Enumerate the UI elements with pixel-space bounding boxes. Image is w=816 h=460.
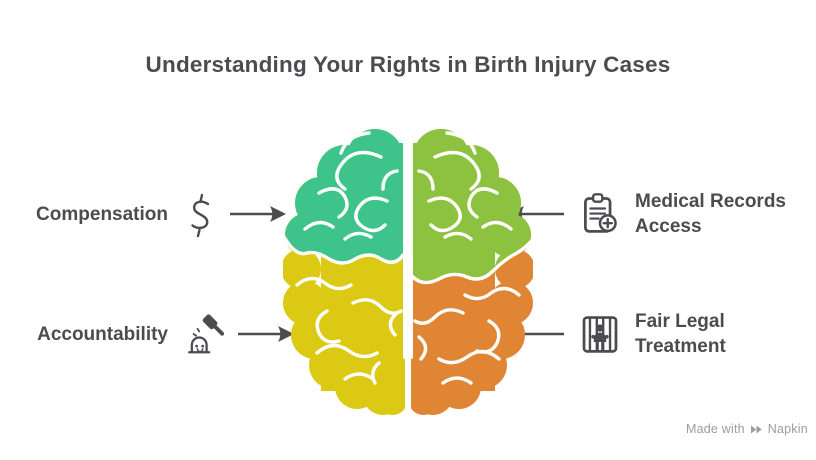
right-hemisphere — [411, 129, 535, 415]
dollar-sign-icon — [184, 190, 216, 238]
item-medical-records-access: Medical Records Access — [506, 188, 807, 240]
fair-legal-treatment-label: Fair Legal Treatment — [635, 311, 726, 357]
left-hemisphere — [281, 129, 405, 415]
accountability-label: Accountability — [37, 323, 168, 345]
watermark-prefix: Made with — [686, 422, 745, 436]
item-accountability: Accountability — [28, 308, 296, 360]
gavel-icon — [184, 311, 224, 357]
compensation-label: Compensation — [36, 203, 168, 225]
brain-illustration — [281, 127, 535, 417]
napkin-logo-icon — [750, 423, 763, 436]
watermark-brand: Napkin — [767, 422, 808, 436]
medical-records-access-label: Medical Records Access — [635, 191, 786, 237]
napkin-watermark[interactable]: Made with Napkin — [686, 422, 808, 436]
page-title: Understanding Your Rights in Birth Injur… — [145, 52, 671, 77]
item-fair-legal-treatment: Fair Legal Treatment — [506, 308, 807, 360]
medical-clipboard-icon — [579, 191, 621, 237]
arrow-right-icon — [236, 322, 296, 346]
person-behind-bars-icon — [579, 311, 621, 357]
item-compensation: Compensation — [28, 188, 288, 240]
arrow-right-icon — [228, 202, 288, 226]
